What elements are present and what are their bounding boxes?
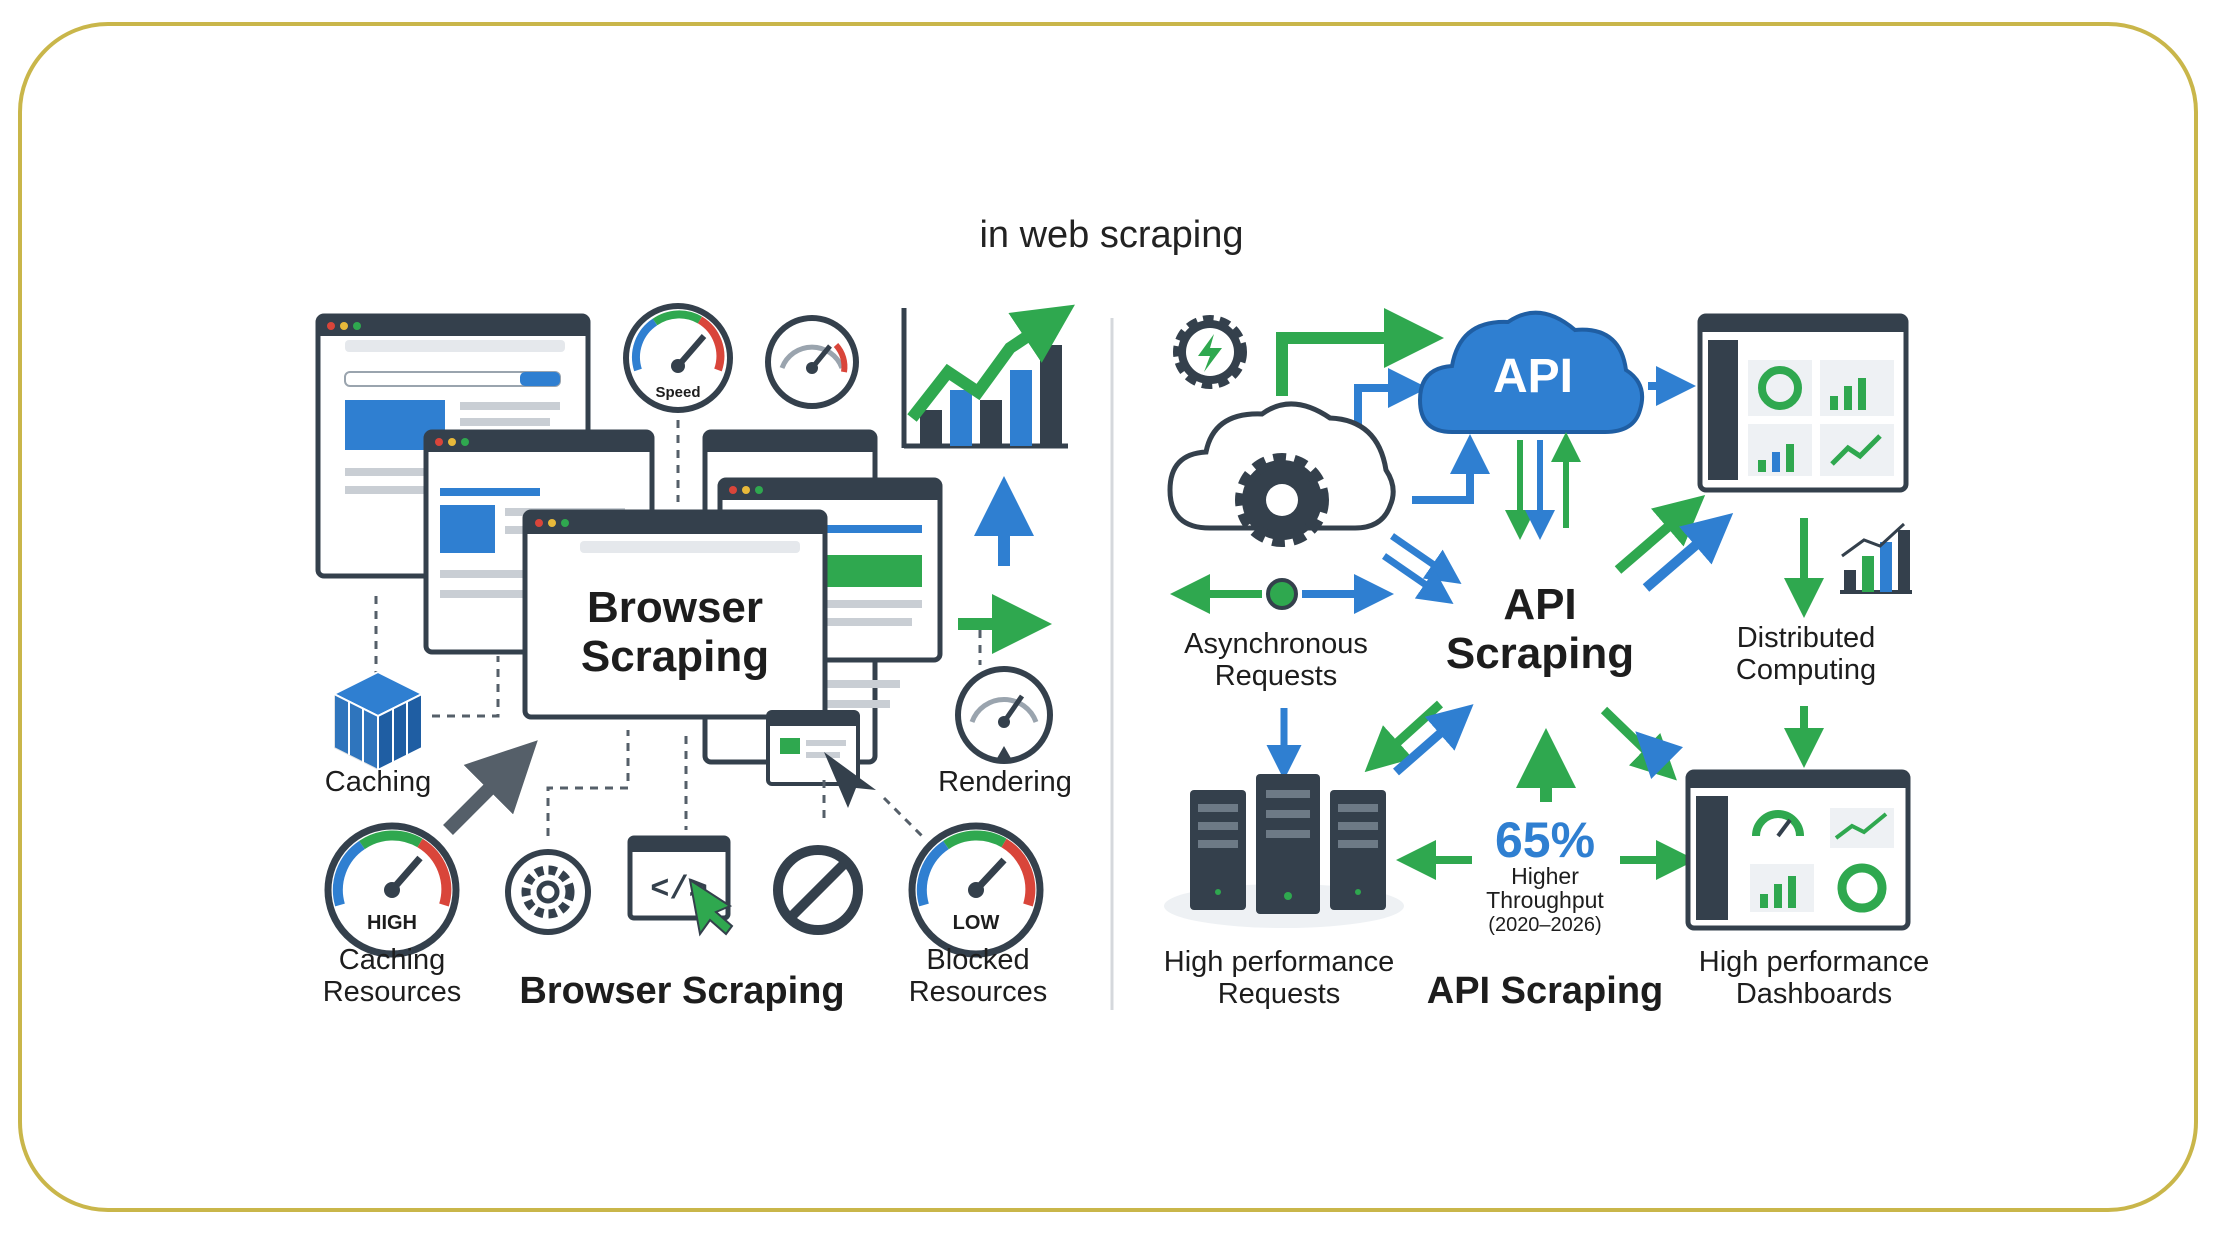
bar-chart-small-icon <box>1840 522 1912 594</box>
stat-line-1: Higher <box>1511 863 1579 889</box>
speed-gauge-icon <box>623 303 733 413</box>
arrow-cloud-center-1 <box>1390 533 1462 584</box>
arrow-cloud-api-icon <box>1412 434 1490 504</box>
async-requests-label: Asynchronous Requests <box>1184 628 1368 693</box>
blocked-icon <box>773 845 863 935</box>
api-cloud-label: API <box>1492 350 1573 403</box>
arrow-center-dash-2 <box>1635 731 1684 780</box>
arrow-center-servers-2 <box>1393 704 1474 776</box>
code-window-icon: </> <box>627 835 734 937</box>
high-gauge-icon <box>324 822 460 958</box>
bolt-gear-icon <box>1173 315 1247 389</box>
high-gauge-label: HIGH <box>367 912 417 934</box>
low-gauge-icon <box>908 822 1044 958</box>
browser-window-title: Browser Scraping <box>580 583 770 682</box>
dashboard-bottom-icon <box>1685 769 1911 931</box>
dashed-connectors <box>374 420 982 842</box>
api-scraping-title: API Scraping <box>1426 970 1664 1012</box>
gear-cloud-icon <box>1167 401 1396 547</box>
arrow-center-dash-1 <box>1600 706 1677 781</box>
stat-line-2: Throughput <box>1486 887 1604 913</box>
arrow-to-dashboard-2 <box>1642 512 1734 592</box>
low-gauge-label: LOW <box>952 912 1000 934</box>
page-frame <box>18 22 2198 1212</box>
blocked-resources-label: Blocked Resources <box>908 944 1048 1009</box>
arrow-center-servers-1 <box>1364 700 1444 773</box>
async-connector-icon <box>1170 574 1394 614</box>
browser-window-front-icon <box>522 509 828 720</box>
arrow-to-api-icon <box>1276 308 1444 396</box>
rendering-label: Rendering <box>938 766 1072 798</box>
distributed-computing-label: Distributed Computing <box>1735 622 1877 687</box>
arrow-cloud-center-2 <box>1382 553 1454 604</box>
stat-value: 65% <box>1494 812 1596 868</box>
subtitle: in web scraping <box>979 214 1244 256</box>
caching-resources-label: Caching Resources <box>322 944 462 1009</box>
gear-icon <box>505 849 591 935</box>
rendering-gauge-icon <box>955 666 1053 764</box>
caching-label: Caching <box>324 766 432 798</box>
growth-chart-icon <box>901 304 1075 449</box>
arrow-to-dashboard-1 <box>1614 494 1706 574</box>
small-browser-cursor-icon <box>766 710 876 808</box>
api-scraping-center-label: API Scraping <box>1445 580 1635 679</box>
hp-dashboards-label: High performance Dashboards <box>1698 946 1930 1011</box>
dashboard-top-icon <box>1697 313 1909 493</box>
hp-requests-label: High performance Requests <box>1163 946 1395 1011</box>
api-cloud-icon <box>1417 310 1645 434</box>
diagonal-arrow-icon <box>443 740 538 835</box>
stat-years: (2020–2026) <box>1488 914 1602 936</box>
speed-gauge-label: Speed <box>655 384 701 401</box>
gauge-icon <box>765 315 859 409</box>
servers-icon <box>1164 774 1404 928</box>
caching-cube-icon <box>331 670 425 772</box>
browser-scraping-title: Browser Scraping <box>519 970 845 1012</box>
